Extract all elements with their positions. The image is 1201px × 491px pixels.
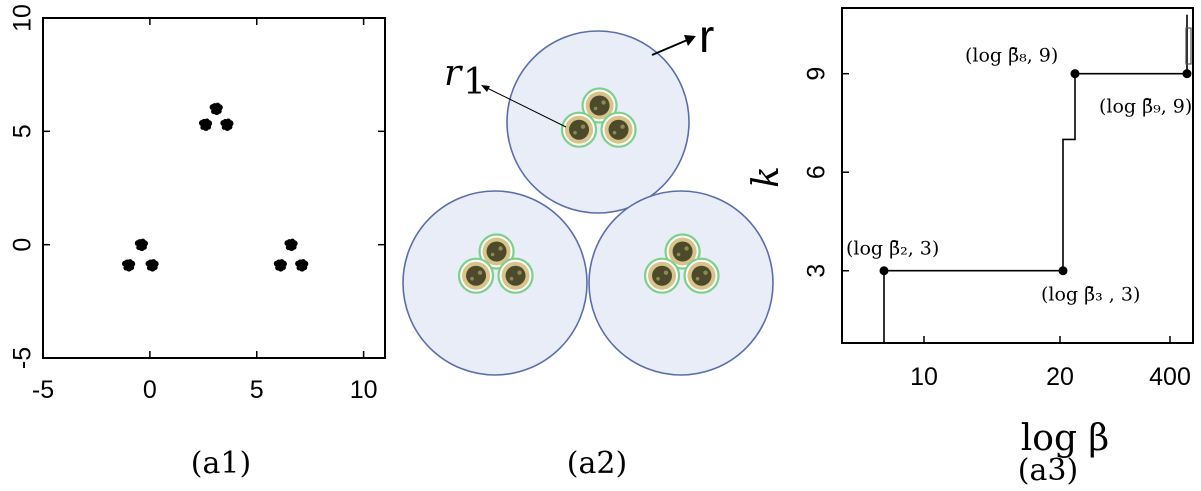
a2-outer-circle — [588, 190, 774, 376]
a1-data-point — [284, 238, 298, 252]
a1-y-tick-labels: -5 0 5 10 — [9, 4, 37, 369]
a1-x-tick-label: 10 — [350, 376, 378, 404]
a1-data-point — [198, 118, 213, 132]
a3-y-tick-label: 3 — [803, 264, 831, 278]
a1-plot-frame — [42, 17, 386, 359]
a3-x-tick-label: 400 — [1149, 363, 1191, 391]
a1-ticks — [42, 17, 385, 359]
a2-inner-circle — [683, 257, 720, 294]
a1-panel-label: (a1) — [191, 446, 251, 481]
a1-y-tick-label: 0 — [9, 238, 37, 252]
a3-marker-label: (log β̄₃ , 3) — [1041, 284, 1140, 306]
a1-x-tick-labels: -5 0 5 10 — [32, 376, 378, 404]
r1-arrow-line — [484, 86, 567, 128]
a2-circles — [402, 30, 774, 376]
a1-data-point — [209, 102, 223, 116]
a3-x-tick-labels: 10 20 400 — [910, 363, 1191, 391]
a2-panel-label: (a2) — [567, 446, 627, 481]
r-arrow-head — [684, 35, 696, 46]
a1-data-points — [122, 102, 309, 272]
a3-marker-label: (log β̄₈, 9) — [965, 45, 1058, 67]
a3-y-axis-label: k — [746, 166, 787, 188]
a3-y-tick-label: 9 — [803, 67, 831, 81]
a3-y-tick-label: 6 — [803, 165, 831, 179]
a1-x-tick-label: 0 — [143, 376, 157, 404]
a3-plot-frame — [841, 7, 1194, 344]
a1-x-tick-label: 5 — [250, 376, 264, 404]
a2-inner-circle — [497, 257, 534, 294]
a2-inner-circle — [600, 111, 637, 148]
a2-inner-circle — [664, 233, 701, 270]
a1-data-point — [295, 259, 309, 272]
panel-a2-diagram: r r 1 (a2) — [402, 10, 774, 481]
a2-inner-circle — [457, 257, 495, 294]
a3-marker-point — [1182, 69, 1192, 79]
a3-marker-point — [879, 266, 889, 276]
a3-panel-label: (a3) — [1018, 453, 1078, 488]
a1-y-tick-label: -5 — [9, 347, 37, 369]
a2-inner-circle — [560, 111, 598, 148]
a3-marker-point — [1058, 266, 1068, 276]
a1-data-point — [134, 238, 149, 252]
a2-inner-circle — [643, 257, 681, 294]
a3-series-line — [883, 14, 1188, 343]
a3-x-tick-label: 20 — [1046, 363, 1074, 391]
r1-subscript: 1 — [463, 62, 486, 103]
a3-markers: (log β̄₂, 3) (log β̄₃ , 3) (log β̄₈, 9) (lo… — [846, 45, 1192, 306]
a3-x-axis-label: log β — [1021, 418, 1110, 459]
a3-marker-label: (log β̄₂, 3) — [846, 238, 939, 260]
a1-y-tick-label: 5 — [9, 124, 37, 138]
a2-outer-circle — [402, 190, 588, 376]
panel-a1-scatter: -5 0 5 10 -5 0 5 10 (a1) — [9, 4, 386, 481]
r-label: r — [699, 10, 714, 62]
a2-inner-circle — [478, 233, 515, 270]
a1-data-point — [122, 259, 136, 272]
a1-y-tick-label: 10 — [9, 4, 37, 32]
a1-data-point — [220, 118, 234, 132]
a1-x-tick-label: -5 — [32, 376, 54, 404]
a1-data-point — [145, 259, 159, 272]
a3-y-tick-labels: 3 6 9 — [803, 67, 831, 278]
a3-marker-label: (log β̄₉, 9) — [1099, 96, 1192, 118]
r1-arrow-head — [481, 85, 490, 92]
r-arrow-line — [651, 37, 693, 56]
a3-ticks — [842, 72, 1171, 343]
r1-label: r — [444, 53, 463, 94]
a1-data-point — [273, 259, 287, 272]
a3-marker-point — [1070, 69, 1080, 79]
a3-series-end-rect — [1185, 27, 1192, 65]
a2-inner-circle — [581, 87, 618, 124]
a3-x-tick-label: 10 — [910, 363, 938, 391]
